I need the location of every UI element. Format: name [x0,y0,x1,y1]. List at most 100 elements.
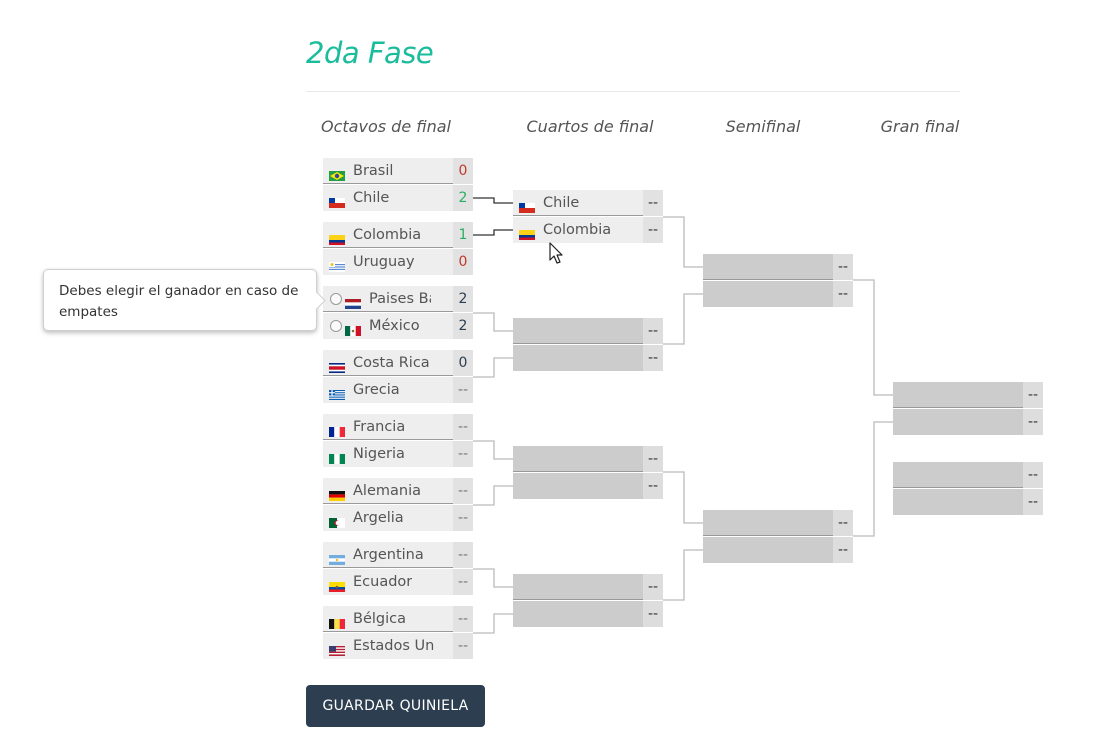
octavos-team-row[interactable]: Argentina-- [323,542,473,568]
team-score[interactable]: -- [453,606,473,632]
team-score[interactable]: -- [833,510,853,536]
octavos-team-row[interactable]: Ecuador-- [323,569,473,595]
semifinal-slot[interactable]: -- [703,510,853,536]
octavos-team-row[interactable]: Brasil 0 [323,158,473,184]
round-title-cuartos: Cuartos de final [526,117,654,136]
team-score[interactable]: -- [643,473,663,499]
nigeria-flag-icon [329,449,347,464]
semifinal-slot[interactable]: -- [703,254,853,280]
team-name: Paises Ba [369,291,431,307]
germany-flag-icon [329,486,347,501]
algeria-flag-icon [329,513,347,528]
winner-radio[interactable] [330,293,342,305]
team-score[interactable]: -- [643,601,663,627]
team-score[interactable]: 2 [453,313,473,339]
semifinal-slot[interactable]: -- [703,281,853,307]
team-score[interactable]: -- [643,217,663,243]
team-name: Bélgica [353,611,406,627]
round-title-gran-final: Gran final [880,117,960,136]
team-score[interactable]: -- [833,537,853,563]
team-score[interactable]: -- [453,633,473,659]
team-score[interactable]: -- [1023,462,1043,488]
team-name: Brasil [353,163,394,179]
cuartos-slot[interactable]: Chile -- [513,190,663,216]
octavos-team-row[interactable]: Argelia -- [323,505,473,531]
team-score[interactable]: 2 [453,286,473,312]
team-score[interactable]: -- [1023,409,1043,435]
france-flag-icon [329,422,347,437]
final-slot[interactable]: -- [893,382,1043,408]
chile-flag-icon [519,198,537,213]
team-name: Estados Un [353,638,435,654]
team-score[interactable]: -- [453,377,473,403]
third-place-slot[interactable]: -- [893,489,1043,515]
colombia-flag-icon [519,225,537,240]
octavos-team-row[interactable]: Estados Un -- [323,633,473,659]
save-quiniela-button[interactable]: GUARDAR QUINIELA [306,685,485,727]
team-score[interactable]: -- [833,254,853,280]
octavos-team-row[interactable]: Francia -- [323,414,473,440]
team-score[interactable]: -- [643,345,663,371]
team-score[interactable]: 2 [453,185,473,211]
team-score[interactable]: 0 [453,158,473,184]
round-title-octavos: Octavos de final [321,117,451,136]
team-score[interactable]: -- [833,281,853,307]
octavos-team-row[interactable]: Nigeria -- [323,441,473,467]
tooltip-text: Debes elegir el ganador en caso de empat… [59,283,299,320]
cuartos-slot[interactable]: -- [513,473,663,499]
cuartos-slot[interactable]: -- [513,345,663,371]
team-score[interactable]: 0 [453,350,473,376]
uruguay-flag-icon [329,257,347,272]
belgium-flag-icon [329,614,347,629]
team-score[interactable]: -- [453,569,473,595]
team-score[interactable]: -- [453,441,473,467]
octavos-team-row[interactable]: Grecia-- [323,377,473,403]
team-name: Nigeria [353,446,405,462]
team-score[interactable]: -- [453,414,473,440]
cuartos-slot[interactable]: -- [513,318,663,344]
team-score[interactable]: 0 [453,249,473,275]
usa-flag-icon [329,641,347,656]
title-divider [306,91,960,92]
team-name: Argelia [353,510,404,526]
team-score[interactable]: -- [453,505,473,531]
team-name: Francia [353,419,406,435]
cuartos-slot[interactable]: -- [513,574,663,600]
winner-radio[interactable] [330,320,342,332]
octavos-team-row[interactable]: Bélgica -- [323,606,473,632]
semifinal-slot[interactable]: -- [703,537,853,563]
costa-rica-flag-icon [329,358,347,373]
team-score[interactable]: -- [643,318,663,344]
octavos-team-row[interactable]: Paises Ba 2 [323,286,473,312]
team-name: Colombia [353,227,422,243]
team-score[interactable]: -- [1023,489,1043,515]
team-name: Costa Rica [353,355,430,371]
mexico-flag-icon [345,321,363,336]
octavos-team-row[interactable]: Costa Rica 0 [323,350,473,376]
team-score[interactable]: 1 [453,222,473,248]
team-score[interactable]: -- [453,478,473,504]
octavos-team-row[interactable]: Colombia 1 [323,222,473,248]
team-score[interactable]: -- [643,574,663,600]
cuartos-slot[interactable]: Colombia-- [513,217,663,243]
cuartos-slot[interactable]: -- [513,601,663,627]
greece-flag-icon [329,385,347,400]
octavos-team-row[interactable]: Alemania-- [323,478,473,504]
cuartos-slot[interactable]: -- [513,446,663,472]
team-score[interactable]: -- [1023,382,1043,408]
final-slot[interactable]: -- [893,409,1043,435]
team-score[interactable]: -- [453,542,473,568]
brasil-flag-icon [329,166,347,181]
team-score[interactable]: -- [643,190,663,216]
colombia-flag-icon [329,230,347,245]
team-score[interactable]: -- [643,446,663,472]
page-title: 2da Fase [306,36,434,70]
third-place-slot[interactable]: -- [893,462,1043,488]
ecuador-flag-icon [329,577,347,592]
team-name: Chile [543,195,580,211]
mouse-cursor-icon [549,242,563,264]
